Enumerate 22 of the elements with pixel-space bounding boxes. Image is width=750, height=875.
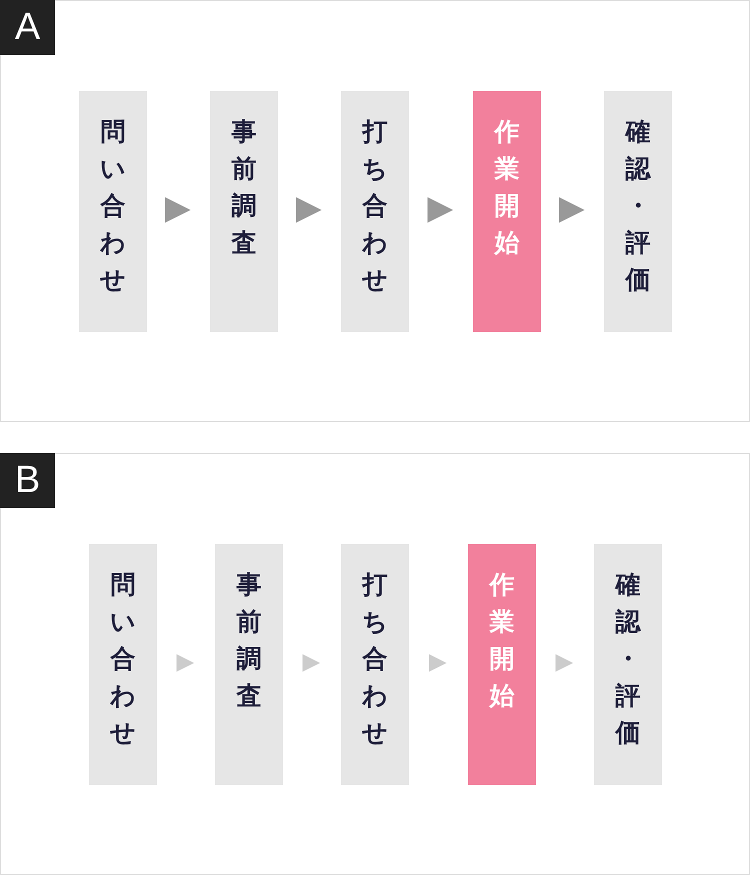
arrow	[296, 197, 322, 223]
step-box: 事前調査	[210, 91, 278, 332]
step-box: 打ち合わせ	[341, 544, 409, 785]
arrow	[176, 654, 194, 672]
arrow	[559, 197, 585, 223]
arrow	[428, 197, 454, 223]
step-box: 問い合わせ	[79, 91, 147, 332]
step-box: 事前調査	[215, 544, 283, 785]
step-box: 作業開始	[473, 91, 541, 332]
step-box: 確認・評価	[604, 91, 672, 332]
arrow	[429, 654, 447, 672]
panel	[0, 0, 750, 422]
panel-badge: A	[0, 0, 55, 55]
step-box: 作業開始	[468, 544, 536, 785]
panel	[0, 453, 750, 875]
step-box: 打ち合わせ	[341, 91, 409, 332]
arrow	[165, 197, 191, 223]
step-box: 問い合わせ	[89, 544, 157, 785]
panel-badge: B	[0, 453, 55, 508]
arrow	[302, 654, 320, 672]
arrow	[556, 654, 574, 672]
step-box: 確認・評価	[594, 544, 662, 785]
